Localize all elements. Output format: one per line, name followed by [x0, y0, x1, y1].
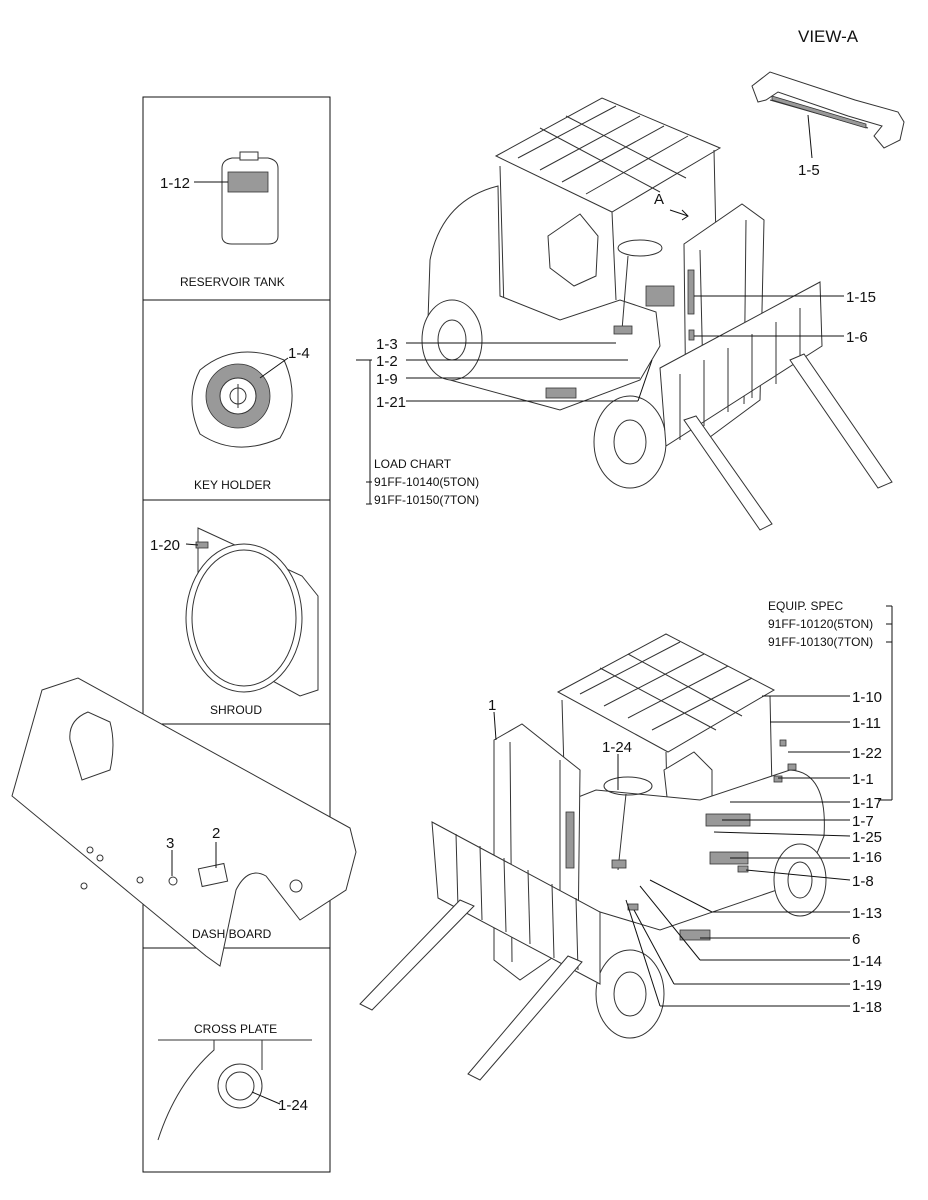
- reservoir-tank-drawing: [221, 151, 279, 245]
- view-a-title: VIEW-A: [798, 27, 859, 46]
- callout-1-1: 1-1: [852, 771, 874, 788]
- shroud-caption: SHROUD: [210, 703, 262, 717]
- callout-2: 2: [212, 825, 220, 842]
- load-chart-7ton: 91FF-10150(7TON): [374, 493, 479, 507]
- callout-1-3: 1-3: [376, 336, 398, 353]
- callout-1-18: 1-18: [852, 999, 882, 1016]
- callout-6: 6: [852, 931, 860, 948]
- top-forklift-drawing: [421, 97, 893, 531]
- equip-spec-5ton: 91FF-10120(5TON): [768, 617, 873, 631]
- bottom-callout-leaders: [625, 695, 851, 1007]
- key-holder-drawing: [191, 351, 293, 448]
- view-arrow-a: A: [654, 191, 664, 208]
- equip-spec-bracket: [878, 605, 893, 801]
- callout-1-9: 1-9: [376, 371, 398, 388]
- top-callout-leaders: [356, 295, 844, 505]
- callout-1-8: 1-8: [852, 873, 874, 890]
- callout-1-15: 1-15: [846, 289, 876, 306]
- callout-1-7: 1-7: [852, 813, 874, 830]
- cross-plate-drawing: [157, 1039, 312, 1141]
- callout-1-14: 1-14: [852, 953, 882, 970]
- callout-1-20: 1-20: [150, 537, 180, 554]
- callout-1-4: 1-4: [288, 345, 310, 362]
- load-chart-5ton: 91FF-10140(5TON): [374, 475, 479, 489]
- view-a-guard-drawing: [751, 71, 905, 149]
- callout-1-13: 1-13: [852, 905, 882, 922]
- callout-1-24: 1-24: [602, 739, 632, 756]
- callout-1: 1: [488, 697, 496, 714]
- cross-plate-title: CROSS PLATE: [194, 1022, 277, 1036]
- reservoir-tank-caption: RESERVOIR TANK: [180, 275, 285, 289]
- callout-1-21: 1-21: [376, 394, 406, 411]
- callout-1-11: 1-11: [852, 715, 881, 732]
- callout-3: 3: [166, 835, 174, 852]
- callout-1-25: 1-25: [852, 829, 882, 846]
- dash-board-drawing: [11, 677, 357, 967]
- equip-spec-title: EQUIP. SPEC: [768, 599, 843, 613]
- callout-1-16: 1-16: [852, 849, 882, 866]
- callout-1-24-cross-plate: 1-24: [278, 1097, 308, 1114]
- shroud-drawing: [185, 527, 319, 697]
- callout-1-6: 1-6: [846, 329, 868, 346]
- key-holder-caption: KEY HOLDER: [194, 478, 271, 492]
- callout-1-22: 1-22: [852, 745, 882, 762]
- load-chart-title: LOAD CHART: [374, 457, 452, 471]
- callout-1-12: 1-12: [160, 175, 190, 192]
- callout-1-10: 1-10: [852, 689, 882, 706]
- bottom-forklift-drawing: [359, 633, 827, 1081]
- callout-1-5: 1-5: [798, 162, 820, 179]
- equip-spec-7ton: 91FF-10130(7TON): [768, 635, 873, 649]
- callout-1-2: 1-2: [376, 353, 398, 370]
- dash-board-caption: DASH BOARD: [192, 927, 272, 941]
- callout-1-17: 1-17: [852, 795, 882, 812]
- callout-1-19: 1-19: [852, 977, 882, 994]
